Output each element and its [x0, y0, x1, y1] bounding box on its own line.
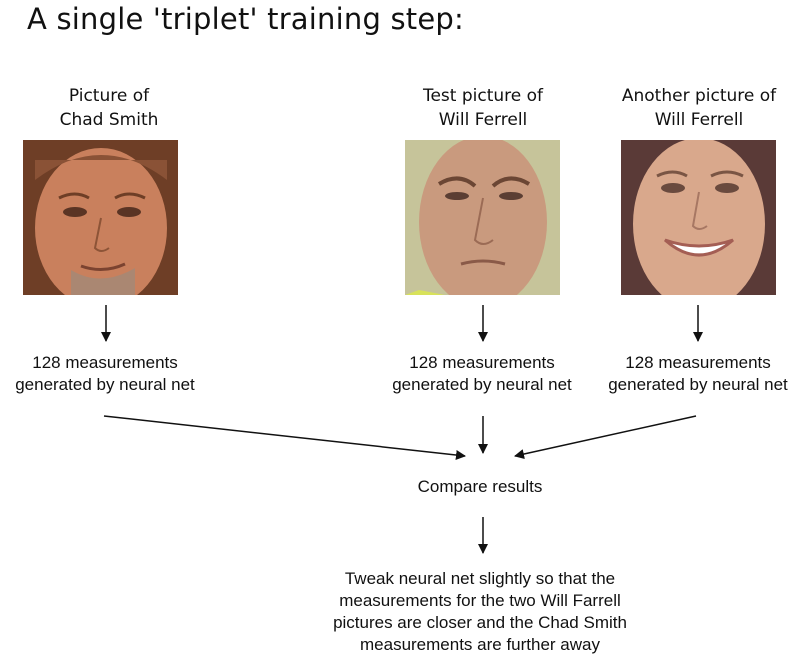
measurement-line: generated by neural net: [608, 375, 788, 394]
arrow-another-to-compare: [514, 415, 697, 459]
caption-line: Another picture of: [621, 86, 777, 106]
face-photo-will-ferrell-test: [405, 140, 560, 295]
caption-chad-smith: Picture of Chad Smith: [9, 84, 209, 132]
measurements-chad-smith: 128 measurements generated by neural net: [0, 352, 225, 396]
tweak-line: measurements for the two Will Farrell: [339, 591, 621, 610]
caption-will-ferrell-test: Test picture of Will Ferrell: [383, 84, 583, 132]
caption-line: Picture of: [68, 86, 150, 106]
diagram-title: A single 'triplet' training step:: [27, 2, 464, 36]
measurement-line: 128 measurements: [625, 353, 771, 372]
measurement-line: generated by neural net: [15, 375, 195, 394]
tweak-line: measurements are further away: [360, 635, 600, 654]
caption-line: Test picture of: [422, 86, 544, 106]
tweak-line: pictures are closer and the Chad Smith: [333, 613, 627, 632]
measurements-will-ferrell-another: 128 measurements generated by neural net: [578, 352, 800, 396]
face-photo-will-ferrell-another: [621, 140, 776, 295]
measurements-will-ferrell-test: 128 measurements generated by neural net: [362, 352, 602, 396]
tweak-description: Tweak neural net slightly so that the me…: [280, 568, 680, 656]
caption-line: Will Ferrell: [654, 110, 744, 130]
caption-will-ferrell-another: Another picture of Will Ferrell: [599, 84, 799, 132]
compare-results-label: Compare results: [417, 477, 543, 496]
caption-line: Will Ferrell: [438, 110, 528, 130]
face-photo-chad-smith: [23, 140, 178, 295]
caption-line: Chad Smith: [59, 110, 159, 130]
tweak-line: Tweak neural net slightly so that the: [344, 569, 616, 588]
measurement-line: 128 measurements: [32, 353, 178, 372]
measurement-line: generated by neural net: [392, 375, 572, 394]
measurement-line: 128 measurements: [409, 353, 555, 372]
arrow-chad-to-compare: [103, 415, 466, 460]
